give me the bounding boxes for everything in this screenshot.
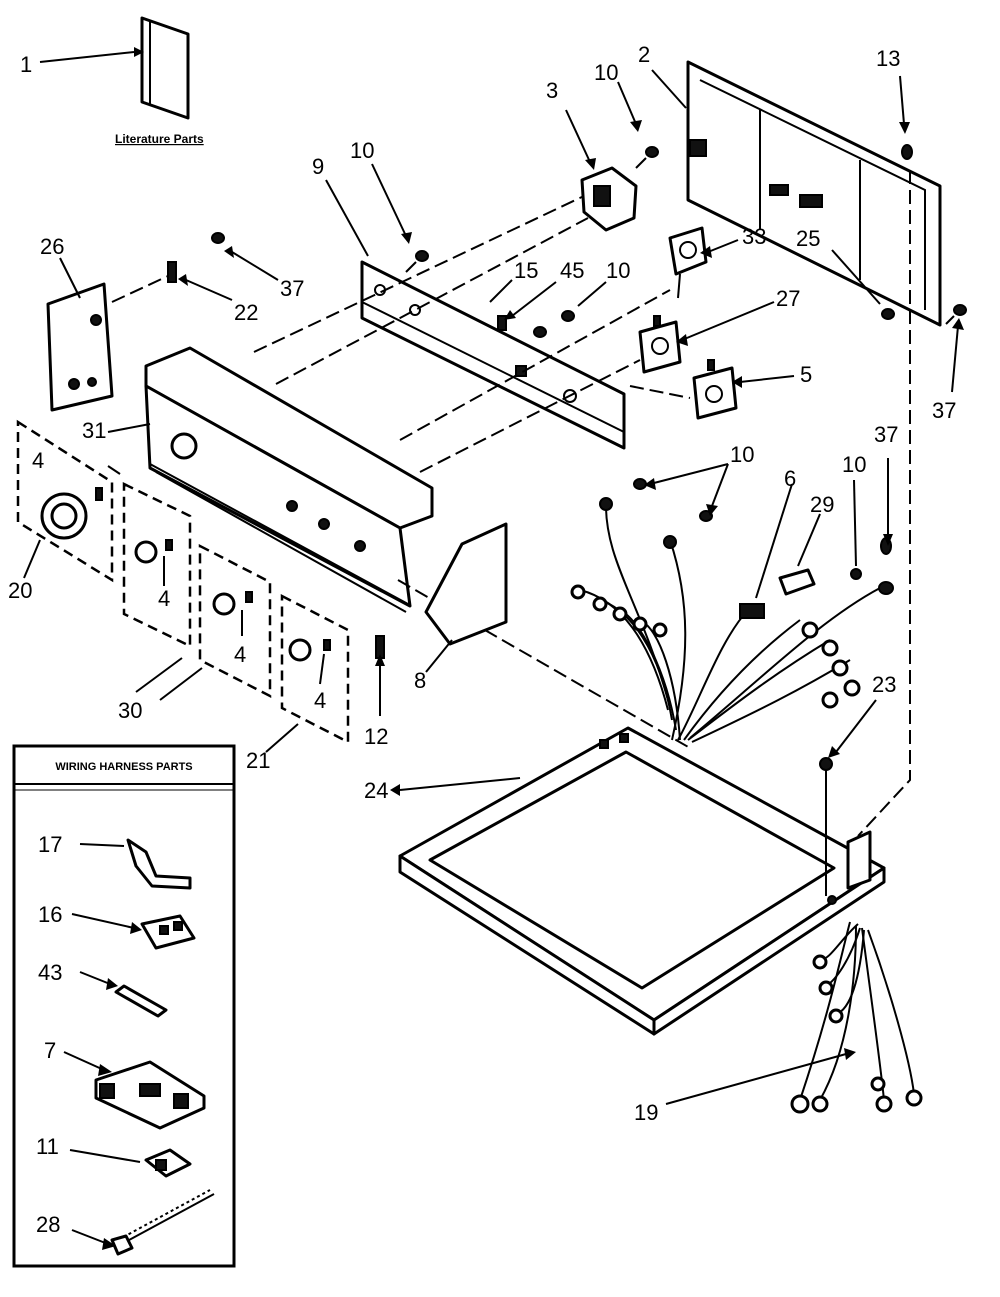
- screw-part: [901, 144, 913, 160]
- callout-12: 12: [364, 724, 388, 749]
- callout-8: 8: [414, 668, 426, 693]
- callout-6: 6: [784, 466, 796, 491]
- callout-1: 1: [20, 52, 32, 77]
- callout-4: 4: [32, 448, 44, 473]
- callout-10: 10: [350, 138, 374, 163]
- callout-30: 30: [118, 698, 142, 723]
- wiring-harness-parts-title: WIRING HARNESS PARTS: [55, 761, 192, 773]
- lower-harness: [790, 921, 923, 1114]
- knob-box: [16, 419, 114, 583]
- callout-29: 29: [810, 492, 834, 517]
- console-bracket: [360, 260, 626, 450]
- literature-booklet: [140, 16, 190, 120]
- callout-3: 3: [546, 78, 558, 103]
- screw-part: [635, 146, 659, 169]
- wire-tie-part: [110, 1189, 215, 1256]
- end-cap-part: [46, 282, 114, 412]
- switch-part: [668, 226, 708, 299]
- switch-part: [638, 315, 682, 374]
- callout-4: 4: [314, 688, 326, 713]
- callout-4: 4: [158, 586, 170, 611]
- screw-part: [881, 308, 895, 320]
- literature-caption: Literature Parts: [115, 132, 204, 146]
- connector-block-part: [94, 1060, 206, 1130]
- screw-part: [945, 304, 967, 325]
- callout-23: 23: [872, 672, 896, 697]
- assembly-guide-lines: [111, 170, 911, 837]
- connector-part: [140, 914, 196, 950]
- callout-9: 9: [312, 154, 324, 179]
- callout-13: 13: [876, 46, 900, 71]
- end-bracket: [424, 522, 508, 646]
- top-cover: [398, 726, 886, 1036]
- knob-box: [198, 543, 272, 699]
- callout-26: 26: [40, 234, 64, 259]
- callout-10: 10: [730, 442, 754, 467]
- callout-10: 10: [606, 258, 630, 283]
- callout-24: 24: [364, 778, 388, 803]
- screw-part: [211, 232, 225, 244]
- terminal-part: [126, 838, 192, 890]
- callout-19: 19: [634, 1100, 658, 1125]
- callout-10: 10: [842, 452, 866, 477]
- callout-16: 16: [38, 902, 62, 927]
- callout-2: 2: [638, 42, 650, 67]
- splice-part: [114, 984, 168, 1018]
- callout-37: 37: [874, 422, 898, 447]
- screw-part: [167, 261, 177, 283]
- rear-panel-frame: [686, 60, 942, 327]
- control-console: [144, 346, 434, 613]
- callout-28: 28: [36, 1212, 60, 1237]
- callout-33: 33: [742, 224, 766, 249]
- switch-part: [692, 359, 738, 420]
- callout-15: 15: [514, 258, 538, 283]
- callout-27: 27: [776, 286, 800, 311]
- clip-part: [497, 315, 507, 331]
- wiring-harness: [570, 478, 894, 743]
- wiring-harness-parts-box: [12, 744, 236, 1268]
- callout-5: 5: [800, 362, 812, 387]
- callout-11: 11: [36, 1134, 59, 1159]
- callout-7: 7: [44, 1038, 56, 1063]
- callout-20: 20: [8, 578, 32, 603]
- callout-37: 37: [280, 276, 304, 301]
- timer-part: [580, 166, 638, 232]
- callout-45: 45: [560, 258, 584, 283]
- callout-25: 25: [796, 226, 820, 251]
- knob-box: [122, 482, 192, 648]
- small-connector-part: [144, 1148, 192, 1178]
- screw-part: [819, 757, 833, 896]
- callout-17: 17: [38, 832, 62, 857]
- callout-21: 21: [246, 748, 270, 773]
- callout-43: 43: [38, 960, 62, 985]
- callout-37: 37: [932, 398, 956, 423]
- callout-4: 4: [234, 642, 246, 667]
- knob-box: [280, 593, 350, 745]
- callout-31: 31: [82, 418, 106, 443]
- callout-22: 22: [234, 300, 258, 325]
- screw-part: [533, 310, 575, 338]
- callout-10: 10: [594, 60, 618, 85]
- screw-part: [405, 250, 429, 273]
